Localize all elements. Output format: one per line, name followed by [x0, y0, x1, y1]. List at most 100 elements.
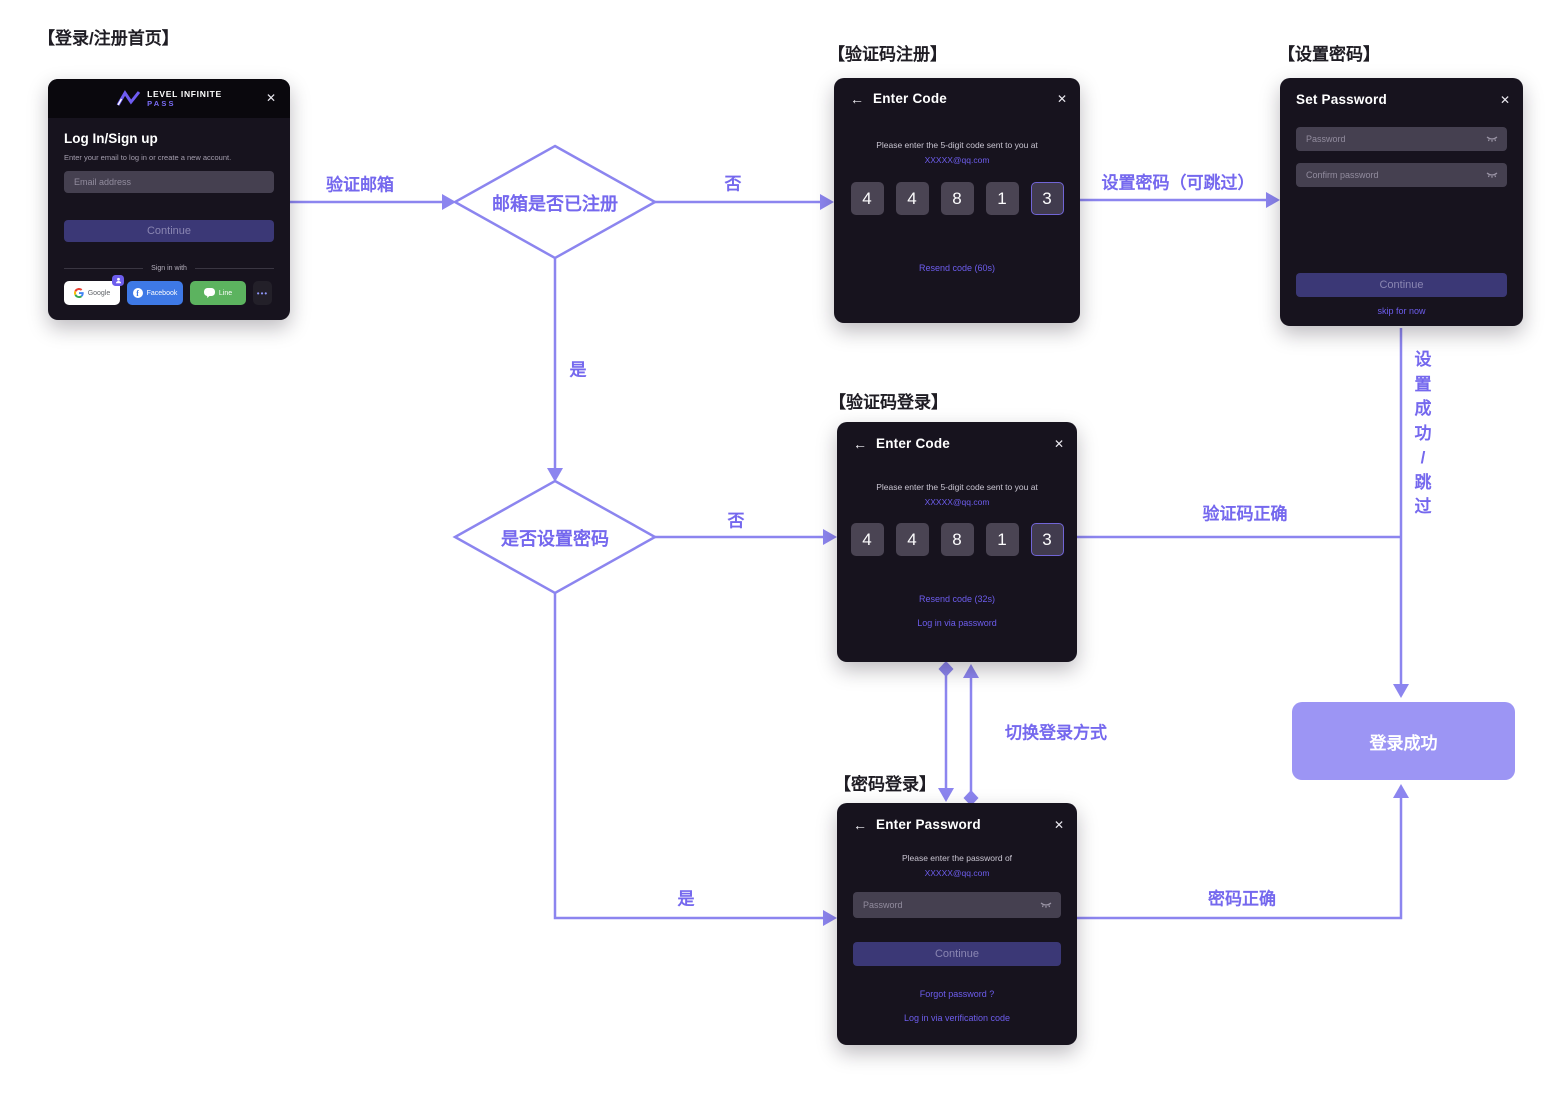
edge-label-yes-top: 是: [569, 360, 587, 380]
enter-code-register-card: ← Enter Code ✕ Please enter the 5-digit …: [834, 78, 1080, 323]
login-home-header: LEVEL INFINITE PASS ✕: [48, 79, 290, 118]
edge-label-yes-bottom: 是: [677, 889, 695, 909]
code-digit-row: 4 4 8 1 3: [834, 182, 1080, 215]
decision-password-set-label: 是否设置密码: [501, 529, 609, 549]
arrowhead: [1393, 684, 1409, 698]
arrowhead: [547, 468, 563, 482]
masked-email: XXXXX@qq.com: [924, 155, 990, 165]
code-digit-input[interactable]: 4: [895, 523, 929, 556]
code-digit-input[interactable]: 4: [850, 523, 884, 556]
skip-for-now-link[interactable]: skip for now: [1377, 306, 1426, 316]
line-label: Line: [218, 289, 233, 297]
close-icon[interactable]: ✕: [265, 91, 276, 105]
eye-closed-icon[interactable]: [1040, 901, 1052, 909]
decision-password-set: [452, 479, 658, 595]
logo-text-pass: PASS: [147, 98, 176, 108]
continue-button[interactable]: Continue: [853, 942, 1061, 966]
email-field[interactable]: [64, 171, 274, 193]
diamond-connector: [963, 790, 979, 806]
google-signin-button[interactable]: Google: [64, 275, 124, 305]
logo-text-level-infinite: LEVEL INFINITE: [147, 88, 222, 99]
back-icon[interactable]: ←: [853, 816, 867, 833]
level-infinite-mark-icon: [116, 90, 141, 106]
enter-password-card: ← Enter Password ✕ Please enter the pass…: [837, 803, 1077, 1045]
login-home-subtitle: Enter your email to log in or create a n…: [64, 153, 232, 162]
login-via-password-link[interactable]: Log in via password: [917, 618, 997, 628]
masked-email: XXXXX@qq.com: [924, 868, 990, 878]
code-digit-input-active[interactable]: 3: [1030, 182, 1064, 215]
code-digit-input[interactable]: 1: [985, 523, 1019, 556]
code-digit-input[interactable]: 8: [940, 523, 974, 556]
google-icon: [73, 288, 84, 298]
facebook-signin-button[interactable]: f Facebook: [127, 281, 183, 305]
sign-in-with-label: Sign in with: [151, 265, 187, 272]
set-password-card: Set Password ✕ Continue skip for now: [1280, 78, 1523, 326]
edge-label-password-correct: 密码正确: [1208, 889, 1276, 909]
edge-label-switch-login: 切换登录方式: [1005, 723, 1107, 743]
edge-label-verify-email: 验证邮箱: [326, 175, 394, 195]
login-success-node: 登录成功: [1292, 702, 1515, 780]
line-icon: [203, 288, 215, 298]
resend-code-link[interactable]: Resend code (60s): [918, 263, 996, 273]
line-signin-button[interactable]: Line: [190, 281, 246, 305]
section-label-set-password: 【设置密码】: [1278, 45, 1380, 64]
code-digit-input[interactable]: 1: [985, 182, 1019, 215]
eye-closed-icon[interactable]: [1486, 171, 1498, 179]
back-icon[interactable]: ←: [850, 90, 864, 107]
section-label-password-login: 【密码登录】: [834, 775, 936, 794]
enter-password-title: Enter Password: [876, 817, 981, 832]
enter-code-login-card: ← Enter Code ✕ Please enter the 5-digit …: [837, 422, 1077, 662]
diamond-connector: [938, 661, 954, 677]
enter-code-register-title: Enter Code: [873, 91, 948, 106]
section-label-login-home: 【登录/注册首页】: [38, 29, 179, 48]
edge-label-setup-done: 设 置 成 功 / 跳 过: [1414, 350, 1432, 516]
close-icon[interactable]: ✕: [1053, 817, 1064, 832]
close-icon[interactable]: ✕: [1053, 436, 1064, 451]
sign-in-with-divider: Sign in with: [64, 265, 275, 272]
level-infinite-logo: LEVEL INFINITE PASS: [116, 90, 222, 108]
arrowhead: [823, 529, 837, 545]
google-label: Google: [87, 289, 111, 297]
decision-email-registered: [452, 144, 658, 260]
resend-code-link[interactable]: Resend code (32s): [918, 594, 996, 604]
arrowhead: [442, 194, 456, 210]
login-home-card: LEVEL INFINITE PASS ✕ Log In/Sign up Ent…: [48, 79, 290, 320]
user-icon: [115, 277, 121, 284]
edge-label-no-top: 否: [724, 174, 742, 194]
code-digit-input-active[interactable]: 3: [1030, 523, 1064, 556]
arrowhead: [963, 664, 979, 678]
password-field[interactable]: [853, 892, 1061, 918]
login-success-label: 登录成功: [1369, 733, 1438, 753]
arrowhead: [823, 910, 837, 926]
code-digit-input[interactable]: 8: [940, 182, 974, 215]
set-password-title: Set Password: [1296, 92, 1387, 107]
edge-password-correct-line: [1077, 798, 1403, 920]
facebook-label: Facebook: [146, 289, 178, 297]
arrowhead: [1393, 784, 1409, 798]
ellipsis-icon: •••: [256, 288, 269, 298]
more-signin-options-button[interactable]: •••: [253, 281, 272, 305]
facebook-icon: f: [132, 288, 143, 298]
code-digit-row: 4 4 8 1 3: [837, 523, 1077, 556]
forgot-password-link[interactable]: Forgot password ?: [919, 989, 995, 999]
password-field[interactable]: [1296, 127, 1507, 151]
arrowhead: [1266, 192, 1280, 208]
edge-yes-bottom-line: [553, 592, 823, 920]
continue-button[interactable]: Continue: [1296, 273, 1507, 297]
login-via-code-link[interactable]: Log in via verification code: [903, 1013, 1011, 1023]
decision-email-registered-label: 邮箱是否已注册: [492, 194, 618, 214]
code-digit-input[interactable]: 4: [895, 182, 929, 215]
close-icon[interactable]: ✕: [1499, 92, 1510, 107]
confirm-password-field[interactable]: [1296, 163, 1507, 187]
code-digit-input[interactable]: 4: [850, 182, 884, 215]
section-label-code-login: 【验证码登录】: [829, 393, 948, 412]
close-icon[interactable]: ✕: [1056, 91, 1067, 106]
back-icon[interactable]: ←: [853, 435, 867, 452]
edge-label-no-mid: 否: [727, 511, 745, 531]
continue-button[interactable]: Continue: [64, 220, 274, 242]
arrowhead: [820, 194, 834, 210]
eye-closed-icon[interactable]: [1486, 135, 1498, 143]
enter-code-login-title: Enter Code: [876, 436, 951, 451]
